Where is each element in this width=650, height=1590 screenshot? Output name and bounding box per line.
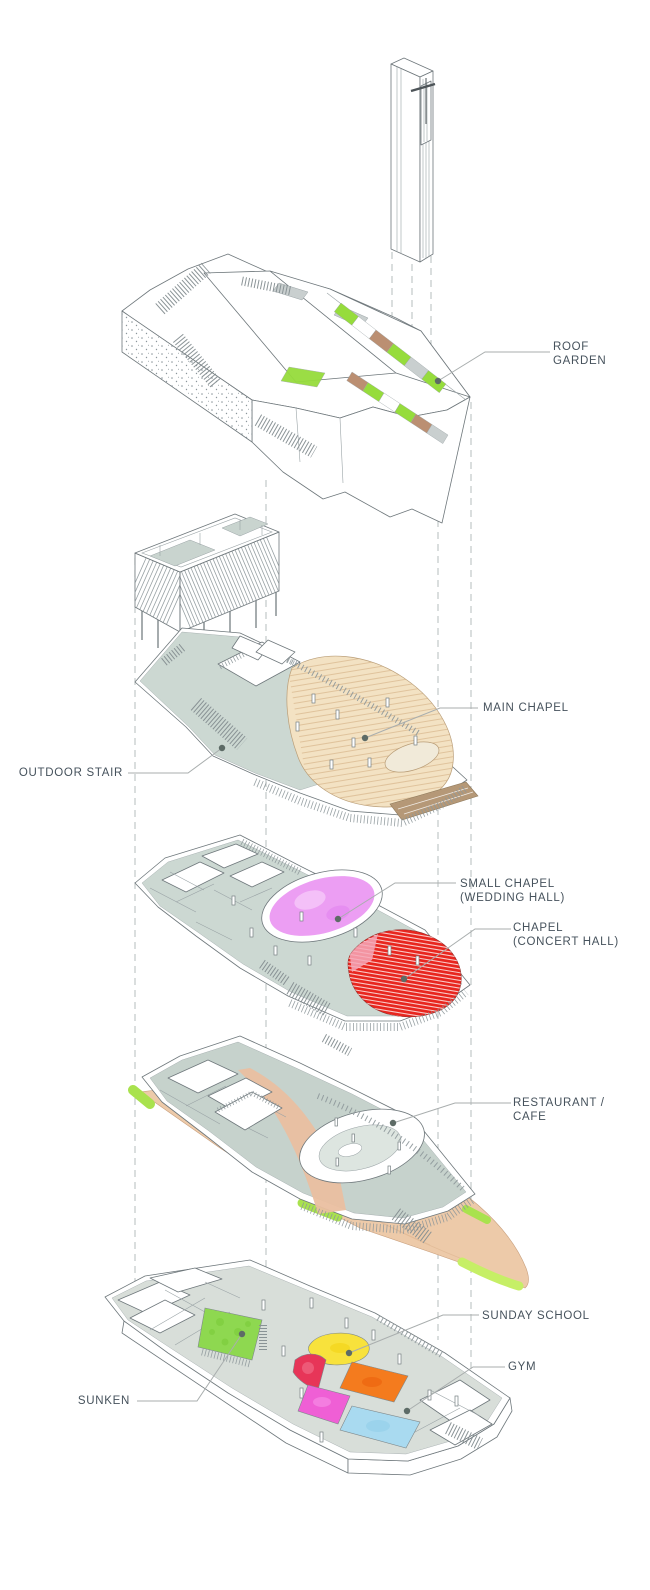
label-roof-garden: ROOF GARDEN — [553, 341, 607, 367]
perforated-wall — [122, 311, 252, 442]
anchor-dots — [218, 377, 442, 1415]
oval-void — [299, 1108, 425, 1184]
label-sunken: SUNKEN — [77, 1395, 130, 1407]
roof-stairs — [155, 262, 318, 458]
main-chapel-level — [134, 627, 479, 828]
label-sunday-school: SUNDAY SCHOOL — [482, 1310, 590, 1322]
roof-garden-level — [121, 253, 471, 524]
bell-tower — [390, 57, 436, 263]
sunken-level — [104, 1259, 513, 1476]
columns — [295, 693, 418, 770]
outdoor-stair — [161, 642, 248, 751]
restaurant-level — [128, 1034, 529, 1291]
columns — [334, 1117, 401, 1175]
small-chapel-level — [134, 834, 471, 1031]
columns — [261, 1297, 459, 1443]
concert-chapel — [347, 929, 462, 1018]
tower-cross — [410, 78, 436, 124]
label-restaurant: RESTAURANT / CAFE — [513, 1097, 605, 1123]
main-chapel-auditorium — [286, 655, 479, 821]
sunken-garden — [197, 1307, 263, 1361]
leader-lines — [128, 351, 550, 1412]
roof-garden-checker — [280, 302, 449, 444]
columns — [231, 895, 420, 966]
label-outdoor-stair: OUTDOOR STAIR — [18, 767, 123, 779]
label-gym: GYM — [508, 1361, 537, 1373]
label-small-chapel: SMALL CHAPEL (WEDDING HALL) — [460, 878, 566, 904]
small-chapel-oval — [261, 869, 383, 943]
label-chapel-concert: CHAPEL (CONCERT HALL) — [513, 922, 619, 948]
label-main-chapel: MAIN CHAPEL — [483, 702, 569, 714]
